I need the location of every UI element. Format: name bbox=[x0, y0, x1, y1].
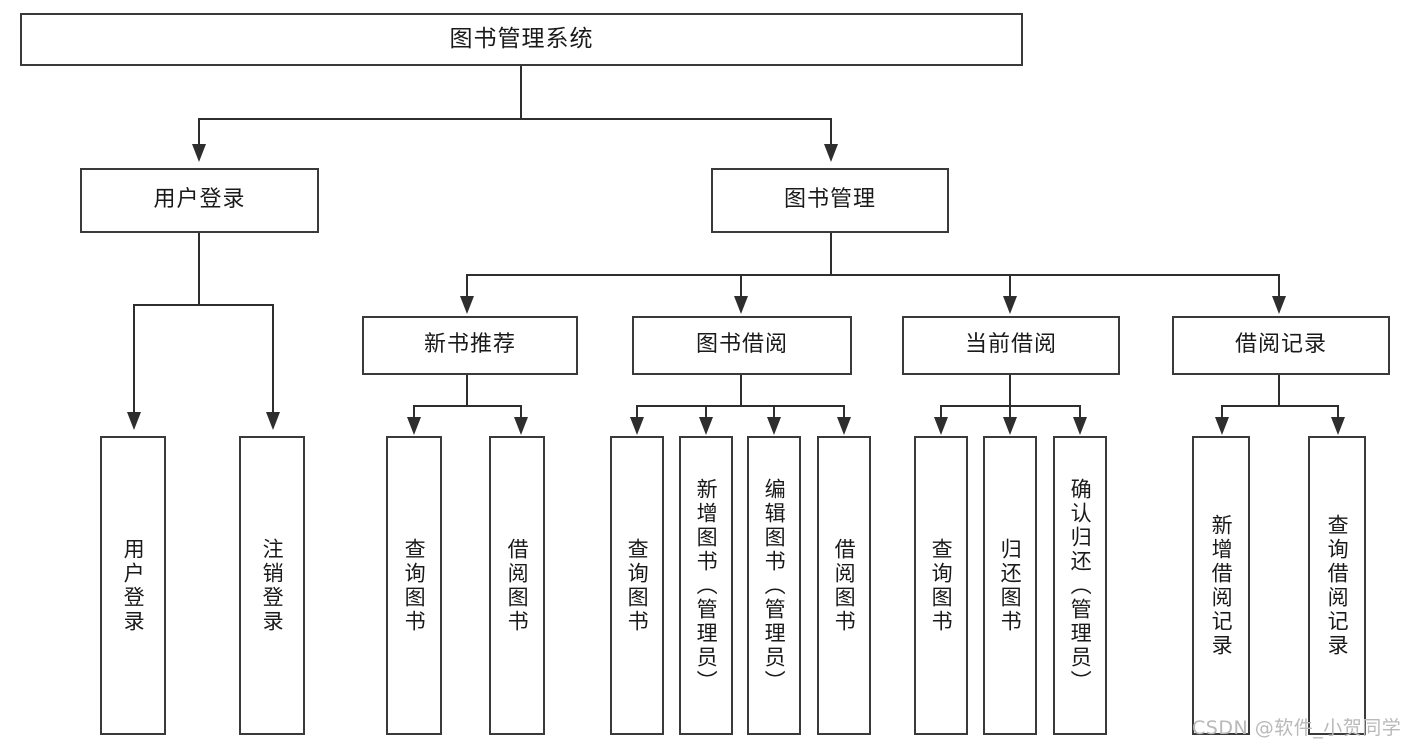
leaf-user-login-logout[interactable]: 注销登录 bbox=[239, 436, 305, 735]
edge-cb-to-leaf-2 bbox=[1009, 405, 1011, 419]
arrow-borrow-record-leaf-2 bbox=[1331, 417, 1345, 435]
arrow-current-borrow-leaf-3 bbox=[1073, 417, 1087, 435]
leaf-current-borrow-confirm-return-admin[interactable]: 确认归还（管理员） bbox=[1053, 436, 1107, 735]
edge-user-login-down bbox=[198, 233, 200, 305]
edge-bm-to-book-borrow bbox=[740, 274, 742, 298]
arrow-book-borrow-leaf-1 bbox=[630, 417, 644, 435]
leaf-user-login-login[interactable]: 用户登录 bbox=[100, 436, 166, 735]
arrow-borrow-record-leaf-1 bbox=[1215, 417, 1229, 435]
edge-bb-to-leaf-4 bbox=[843, 405, 845, 419]
node-user-login[interactable]: 用户登录 bbox=[80, 168, 319, 233]
edge-user-login-bus bbox=[133, 304, 274, 306]
leaf-current-borrow-query-books[interactable]: 查询图书 bbox=[914, 436, 968, 735]
node-book-borrow[interactable]: 图书借阅 bbox=[632, 316, 852, 375]
arrow-user-login-leaf-2 bbox=[266, 412, 280, 430]
arrow-book-borrow-leaf-4 bbox=[837, 417, 851, 435]
leaf-borrow-record-add-record[interactable]: 新增借阅记录 bbox=[1192, 436, 1250, 735]
edge-cb-to-leaf-3 bbox=[1079, 405, 1081, 419]
edge-root-down bbox=[520, 66, 522, 119]
edge-borrow-record-bus bbox=[1221, 405, 1338, 407]
edge-br-to-leaf-2 bbox=[1337, 405, 1339, 419]
arrow-to-new-book-recommend bbox=[460, 296, 474, 314]
edge-user-login-to-leaf-2 bbox=[272, 304, 274, 414]
edge-bb-to-leaf-2 bbox=[705, 405, 707, 419]
leaf-book-borrow-borrow-books[interactable]: 借阅图书 bbox=[817, 436, 871, 735]
edge-nb-to-leaf-1 bbox=[413, 405, 415, 419]
node-new-book-recommend[interactable]: 新书推荐 bbox=[362, 316, 578, 375]
edge-current-borrow-down bbox=[1009, 375, 1011, 406]
arrow-to-user-login bbox=[192, 144, 206, 162]
arrow-to-borrow-record bbox=[1272, 296, 1286, 314]
node-current-borrow[interactable]: 当前借阅 bbox=[902, 316, 1120, 375]
leaf-book-borrow-edit-book-admin[interactable]: 编辑图书（管理员） bbox=[747, 436, 801, 735]
leaf-new-book-query-books[interactable]: 查询图书 bbox=[386, 436, 442, 735]
node-borrow-record[interactable]: 借阅记录 bbox=[1172, 316, 1390, 375]
edge-user-login-to-leaf-1 bbox=[133, 304, 135, 414]
leaf-current-borrow-return-books[interactable]: 归还图书 bbox=[983, 436, 1037, 735]
edge-new-book-down bbox=[466, 375, 468, 406]
edge-book-management-down bbox=[830, 233, 832, 275]
edge-root-to-user-login bbox=[198, 118, 200, 146]
arrow-to-book-management bbox=[824, 144, 838, 162]
edge-bm-to-borrow-record bbox=[1278, 274, 1280, 298]
edge-cb-to-leaf-1 bbox=[940, 405, 942, 419]
edge-root-to-book-management bbox=[830, 118, 832, 146]
arrow-current-borrow-leaf-1 bbox=[934, 417, 948, 435]
arrow-to-current-borrow bbox=[1003, 296, 1017, 314]
node-root-book-management-system[interactable]: 图书管理系统 bbox=[20, 13, 1023, 66]
edge-bm-to-new-book bbox=[466, 274, 468, 298]
edge-bm-to-current-borrow bbox=[1009, 274, 1011, 298]
arrow-user-login-leaf-1 bbox=[127, 412, 141, 430]
leaf-new-book-borrow-books[interactable]: 借阅图书 bbox=[489, 436, 545, 735]
arrow-current-borrow-leaf-2 bbox=[1003, 417, 1017, 435]
edge-root-bus bbox=[198, 118, 832, 120]
edge-book-borrow-down bbox=[740, 375, 742, 406]
arrow-new-book-leaf-1 bbox=[407, 417, 421, 435]
arrow-book-borrow-leaf-3 bbox=[767, 417, 781, 435]
edge-borrow-record-down bbox=[1278, 375, 1280, 406]
edge-br-to-leaf-1 bbox=[1221, 405, 1223, 419]
edge-nb-to-leaf-2 bbox=[520, 405, 522, 419]
edge-bb-to-leaf-1 bbox=[636, 405, 638, 419]
node-book-management[interactable]: 图书管理 bbox=[711, 168, 949, 233]
edge-bb-to-leaf-3 bbox=[773, 405, 775, 419]
edge-book-management-bus bbox=[466, 274, 1278, 276]
edge-book-borrow-bus bbox=[636, 405, 844, 407]
csdn-watermark: CSDN @软件_小贺同学 bbox=[1192, 717, 1402, 739]
leaf-borrow-record-query-record[interactable]: 查询借阅记录 bbox=[1308, 436, 1366, 735]
leaf-book-borrow-add-book-admin[interactable]: 新增图书（管理员） bbox=[679, 436, 733, 735]
leaf-book-borrow-query-books[interactable]: 查询图书 bbox=[610, 436, 664, 735]
arrow-book-borrow-leaf-2 bbox=[699, 417, 713, 435]
edge-new-book-bus bbox=[413, 405, 521, 407]
arrow-new-book-leaf-2 bbox=[514, 417, 528, 435]
arrow-to-book-borrow bbox=[734, 296, 748, 314]
